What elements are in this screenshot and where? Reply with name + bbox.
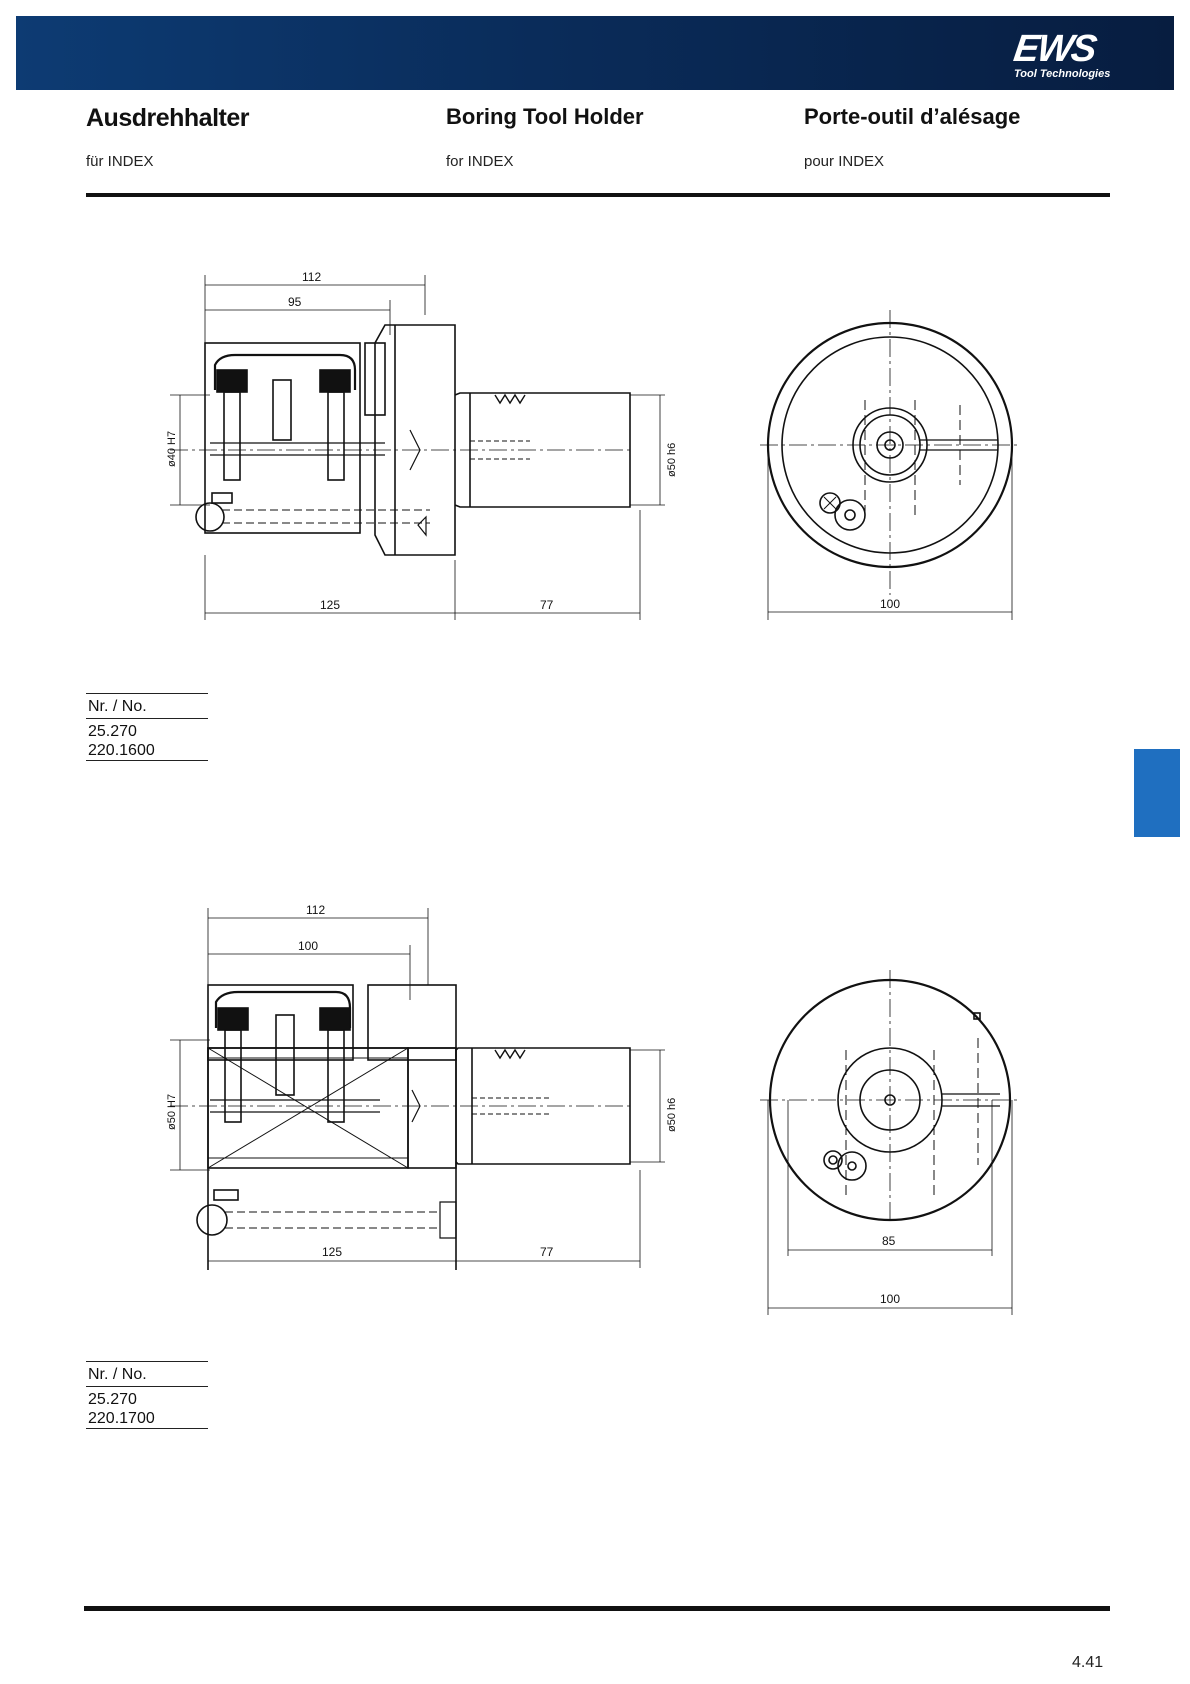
logo-subtitle: Tool Technologies: [1014, 68, 1110, 80]
table-rule: [86, 760, 208, 761]
part-number-table-2: Nr. / No. 25.270 220.1700: [86, 1361, 208, 1429]
part-value: 220.1700: [86, 1409, 208, 1428]
dim-top-total: 112: [306, 903, 325, 917]
front-dim-1: 100: [880, 597, 900, 611]
dim-bottom-left: 125: [322, 1245, 342, 1259]
title-french: Porte-outil d’alésage: [804, 104, 1020, 130]
dim-bore: ø40 H7: [166, 431, 178, 467]
dim-bore: ø50 H7: [166, 1094, 178, 1130]
front-dim-inner: 85: [882, 1234, 896, 1248]
part-value: 25.270: [86, 719, 208, 741]
subtitle-french: pour INDEX: [804, 153, 884, 170]
section-tab: [1134, 749, 1180, 837]
dim-bottom-left: 125: [320, 598, 340, 612]
dim-top-total: 112: [302, 270, 321, 284]
dim-top-inner: 100: [298, 939, 318, 953]
header-rule: [86, 193, 1110, 197]
front-dim-2: 100: [880, 1292, 900, 1306]
part-value: 220.1600: [86, 741, 208, 760]
drawing-1-front-view: 100: [760, 305, 1020, 620]
drawing-2-side-view: 112 100 ø50 H7: [150, 890, 690, 1270]
dim-bottom-right: 77: [540, 1245, 554, 1259]
drawing-2-front-view: 85 100: [760, 960, 1020, 1320]
part-value: 25.270: [86, 1387, 208, 1409]
header-banner: EWS Tool Technologies: [16, 16, 1174, 90]
table-header: Nr. / No.: [86, 1362, 208, 1386]
title-german: Ausdrehhalter: [86, 104, 249, 133]
footer-rule: [84, 1606, 1110, 1611]
dim-top-inner: 95: [288, 295, 302, 309]
logo-mark: EWS: [1011, 28, 1098, 71]
table-header: Nr. / No.: [86, 694, 208, 718]
ews-logo: EWS Tool Technologies: [994, 28, 1144, 86]
table-rule: [86, 1428, 208, 1429]
title-english: Boring Tool Holder: [446, 104, 644, 130]
dim-shank: ø50 h6: [666, 1098, 678, 1132]
drawing-1-side-view: 112 95 ø40 H7: [150, 255, 690, 625]
subtitle-english: for INDEX: [446, 153, 514, 170]
dim-bottom-right: 77: [540, 598, 554, 612]
page-number: 4.41: [1072, 1654, 1103, 1672]
subtitle-german: für INDEX: [86, 153, 154, 170]
dim-shank: ø50 h6: [666, 443, 678, 477]
part-number-table-1: Nr. / No. 25.270 220.1600: [86, 693, 208, 761]
